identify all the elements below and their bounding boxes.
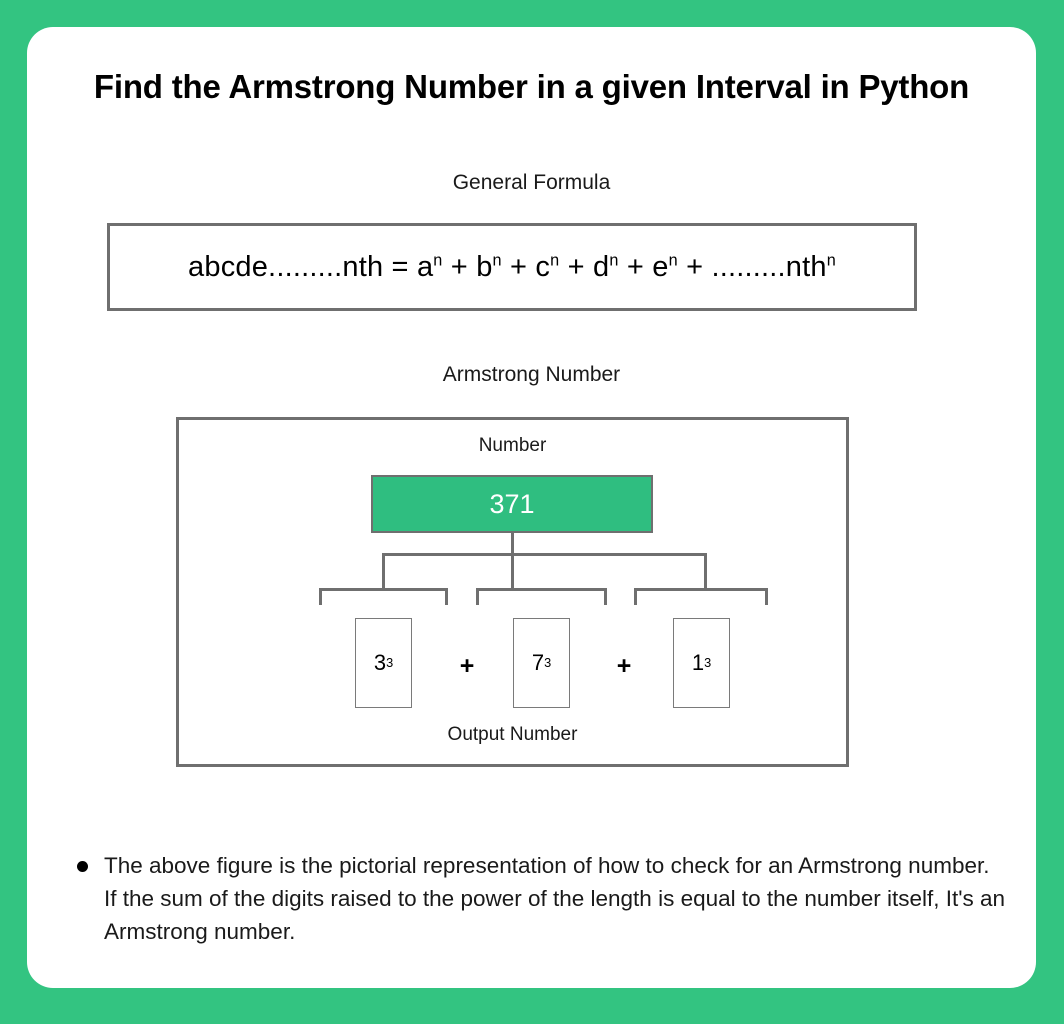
number-value: 371 xyxy=(489,488,535,519)
connector-stem xyxy=(511,533,514,556)
note-list-item: The above figure is the pictorial repres… xyxy=(77,849,1007,948)
formula-term-1-base: a xyxy=(416,250,434,283)
bracket-right-tick xyxy=(765,588,768,605)
formula-term-6-base: .........nth xyxy=(711,250,827,283)
diagram-number-label: Number xyxy=(478,435,547,456)
bracket-digit-1 xyxy=(319,588,448,605)
bracket-right-tick xyxy=(604,588,607,605)
formula-lhs: abcde.........nth xyxy=(188,250,384,283)
formula-equals: = xyxy=(383,250,417,283)
connector-drop-right xyxy=(704,553,707,591)
bracket-right-tick xyxy=(445,588,448,605)
bracket-top-line xyxy=(634,588,768,591)
general-formula-caption: General Formula xyxy=(452,171,611,194)
bracket-top-line xyxy=(476,588,607,591)
armstrong-number-caption: Armstrong Number xyxy=(442,363,621,386)
page-title: Find the Armstrong Number in a given Int… xyxy=(93,68,970,105)
formula-operator-4: + xyxy=(618,250,653,283)
formula-term-1-exponent: n xyxy=(433,250,443,269)
general-formula-expression: abcde.........nth = an + bn + cn + dn + … xyxy=(188,251,836,284)
diagram-output-number-label: Output Number xyxy=(447,724,578,745)
formula-term-2-base: b xyxy=(476,250,493,283)
formula-term-5-base: e xyxy=(652,250,669,283)
formula-term-5-exponent: n xyxy=(668,250,678,269)
bracket-digit-2 xyxy=(476,588,607,605)
formula-operator-1: + xyxy=(442,250,477,283)
formula-term-3-base: c xyxy=(535,250,551,283)
formula-operator-3: + xyxy=(559,250,594,283)
formula-term-3-exponent: n xyxy=(550,250,560,269)
number-box: 371 xyxy=(371,475,653,533)
digit-term-2-base: 7 xyxy=(531,650,545,675)
bullet-point-icon xyxy=(77,861,88,872)
formula-term-6-exponent: n xyxy=(826,250,836,269)
digit-term-3-base: 1 xyxy=(691,650,705,675)
connector-drop-left xyxy=(382,553,385,591)
general-formula-box: abcde.........nth = an + bn + cn + dn + … xyxy=(107,223,917,311)
bracket-left-tick xyxy=(634,588,637,605)
bracket-digit-3 xyxy=(634,588,768,605)
formula-operator-5: + xyxy=(677,250,712,283)
note-text: The above figure is the pictorial repres… xyxy=(104,853,1006,945)
formula-term-4-base: d xyxy=(593,250,610,283)
content-card: Find the Armstrong Number in a given Int… xyxy=(27,27,1036,988)
formula-term-4-exponent: n xyxy=(609,250,619,269)
operator-plus-1: + xyxy=(459,652,475,680)
formula-term-2-exponent: n xyxy=(492,250,502,269)
bracket-left-tick xyxy=(476,588,479,605)
formula-operator-2: + xyxy=(501,250,536,283)
bracket-top-line xyxy=(319,588,448,591)
digit-term-1-base: 3 xyxy=(373,650,387,675)
bracket-left-tick xyxy=(319,588,322,605)
connector-drop-center xyxy=(511,553,514,591)
operator-plus-2: + xyxy=(616,652,632,680)
connector-distributor-bar xyxy=(382,553,707,556)
